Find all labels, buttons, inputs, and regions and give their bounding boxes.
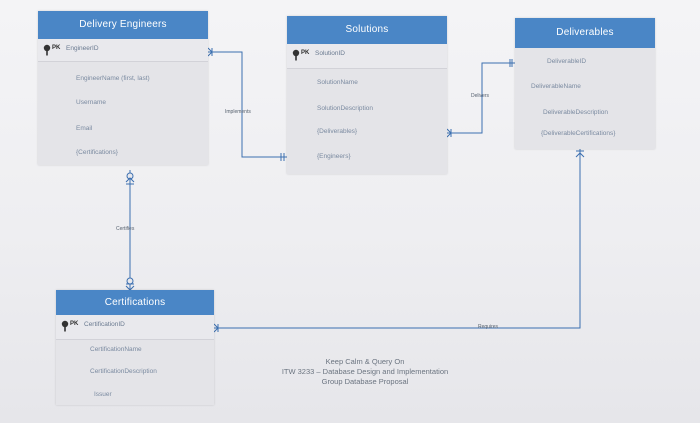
requires-label: Requires	[478, 324, 499, 330]
attribute: CertificationDescription	[90, 368, 157, 375]
entity-delivery-engineers[interactable]: Delivery Engineers PK EngineerID Enginee…	[38, 11, 208, 165]
attribute: {DeliverableCertifications}	[541, 130, 616, 137]
delivers-crowfoot-start	[446, 128, 452, 138]
attribute: DeliverableDescription	[543, 109, 609, 116]
caption-line-2: ITW 3233 – Database Design and Implement…	[281, 367, 449, 376]
entity-title: Solutions	[287, 16, 447, 44]
attribute: {Engineers}	[317, 153, 351, 160]
attribute: {Deliverables}	[317, 128, 358, 135]
requires-line	[214, 147, 581, 329]
caption-line-3: Group Database Proposal	[321, 377, 409, 386]
attribute: CertificationName	[90, 346, 142, 353]
key-icon	[292, 49, 300, 61]
pk-row: PK SolutionID	[287, 44, 447, 69]
attribute: SolutionDescription	[317, 105, 374, 112]
entity-certifications[interactable]: Certifications PK CertificationID Certif…	[56, 290, 214, 405]
attribute: DeliverableID	[547, 58, 587, 65]
implements-crowfoot-start	[207, 47, 213, 57]
certifies-circle-bottom	[126, 277, 134, 285]
entity-solutions[interactable]: Solutions PK SolutionID SolutionName Sol…	[287, 16, 447, 174]
entity-title: Delivery Engineers	[38, 11, 208, 39]
certifies-crowfoot-top	[125, 177, 135, 185]
pk-label: PK	[52, 45, 61, 51]
implements-label: Implements	[225, 109, 251, 115]
pk-label: PK	[70, 321, 79, 327]
key-icon	[43, 44, 51, 56]
implements-line	[208, 51, 287, 158]
attribute: DeliverableName	[531, 83, 581, 90]
pk-row: PK CertificationID	[56, 315, 214, 340]
pk-attribute: EngineerID	[66, 45, 99, 52]
implements-bar-end	[280, 153, 285, 161]
requires-crowfoot-start	[213, 323, 219, 333]
delivers-label: Delivers	[471, 93, 490, 99]
attribute: EngineerName (first, last)	[76, 75, 150, 82]
pk-attribute: SolutionID	[315, 50, 345, 57]
attribute: SolutionName	[317, 79, 358, 86]
attribute: Username	[76, 99, 106, 106]
delivers-bar-end	[509, 59, 513, 67]
entity-deliverables[interactable]: Deliverables DeliverableID DeliverableNa…	[515, 18, 655, 149]
attribute: Email	[76, 125, 93, 132]
delivers-line	[447, 62, 515, 134]
pk-attribute: CertificationID	[84, 321, 125, 328]
attribute: Issuer	[94, 391, 112, 398]
diagram-caption: Keep Calm & Query On ITW 3233 – Database…	[250, 357, 480, 387]
certifies-circle-top	[126, 172, 134, 180]
certifies-label: Certifies	[116, 226, 135, 232]
pk-label: PK	[301, 50, 310, 56]
caption-line-1: Keep Calm & Query On	[325, 357, 405, 366]
requires-crowfoot-end	[575, 150, 585, 158]
key-icon	[61, 320, 69, 332]
entity-title: Certifications	[56, 290, 214, 315]
entity-title: Deliverables	[515, 18, 655, 48]
pk-row: PK EngineerID	[38, 39, 208, 62]
attribute: {Certifications}	[76, 149, 118, 156]
